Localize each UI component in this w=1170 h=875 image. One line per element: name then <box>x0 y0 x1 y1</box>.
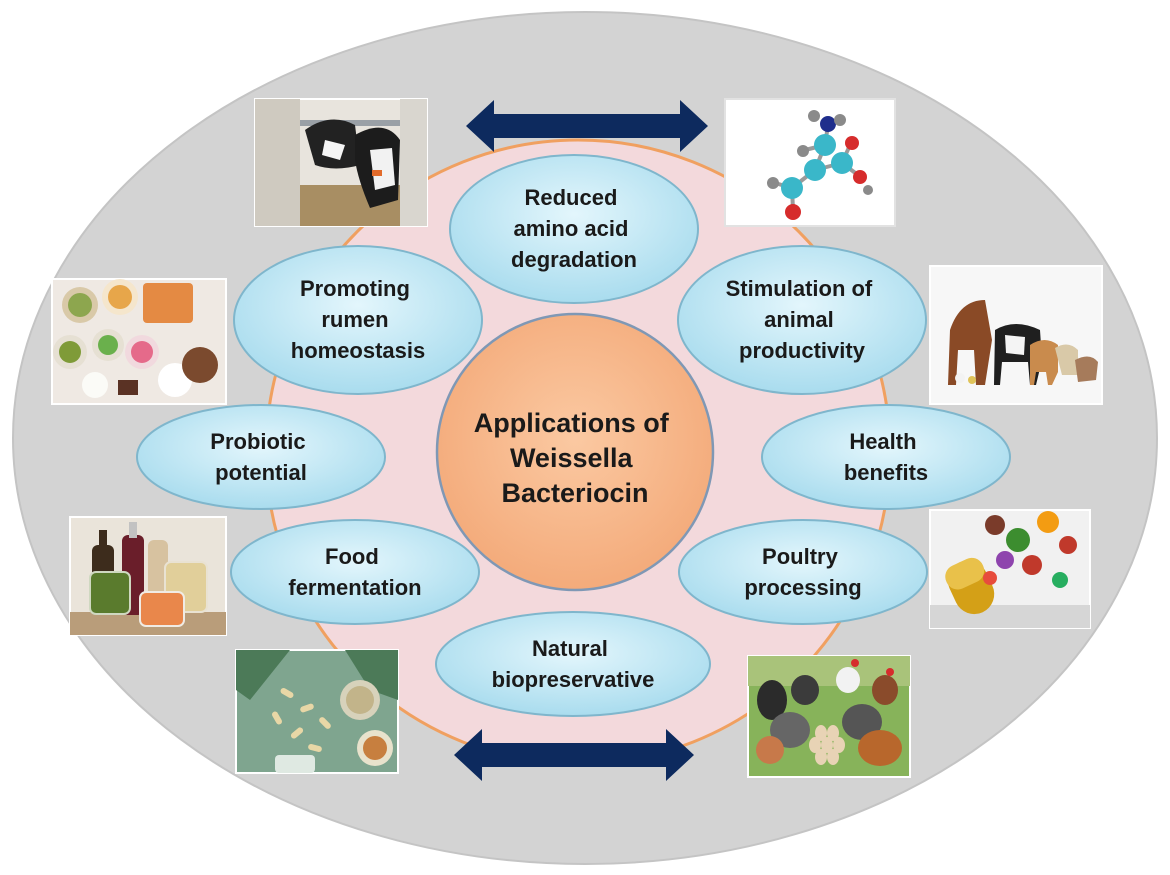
fermentation-jars-photo <box>69 516 227 636</box>
double-arrow-top <box>466 100 708 152</box>
node-label-line: productivity <box>739 338 866 363</box>
node-health-benefits: Health benefits <box>761 404 1011 510</box>
node-poultry-processing: Poultry processing <box>678 519 928 625</box>
node-reduced-amino-acid-degradation: Reduced amino acid degradation <box>449 154 699 304</box>
node-label-line: degradation <box>511 247 637 272</box>
chickens-photo <box>747 655 911 778</box>
svg-text:Probiotic potential: Probiotic potential <box>210 429 311 485</box>
node-label-line: Poultry <box>762 544 839 569</box>
node-label-line: animal <box>764 307 834 332</box>
center-label-line: Bacteriocin <box>501 478 648 508</box>
supplement-capsule-photo <box>929 509 1091 629</box>
cows-feeding-photo <box>254 98 428 227</box>
node-label-line: biopreservative <box>492 667 655 692</box>
svg-text:Applications of Weissell: Applications of Weissella Bacteriocin <box>474 408 677 508</box>
center-label-line: Applications of <box>474 408 670 438</box>
node-label-line: homeostasis <box>291 338 426 363</box>
node-label-line: amino acid <box>513 216 628 241</box>
herbal-capsules-photo <box>235 649 399 774</box>
fermented-foods-photo <box>51 278 227 405</box>
node-label-line: Promoting <box>300 276 410 301</box>
node-label-line: potential <box>215 460 307 485</box>
svg-text:Natural biopreservative: Natural biopreservative <box>492 636 655 692</box>
node-label-line: Stimulation of <box>726 276 873 301</box>
node-label-line: rumen <box>321 307 388 332</box>
node-label-line: Reduced <box>524 185 617 210</box>
node-promoting-rumen-homeostasis: Promoting rumen homeostasis <box>233 245 483 395</box>
double-arrow-bottom <box>454 729 694 781</box>
node-food-fermentation: Food fermentation <box>230 519 480 625</box>
svg-text:Health benefits: Health benefits <box>844 429 928 485</box>
node-label-line: Food <box>325 544 379 569</box>
node-label-line: benefits <box>844 460 928 485</box>
svg-text:Food fermentation: Food fermentation <box>288 544 421 600</box>
node-stimulation-of-animal-productivity: Stimulation of animal productivity <box>677 245 927 395</box>
node-label-line: Probiotic <box>210 429 305 454</box>
center-label-line: Weissella <box>510 443 634 473</box>
node-probiotic-potential: Probiotic potential <box>136 404 386 510</box>
svg-text:Reduced amino acid: Reduced amino acid degradation <box>511 185 637 272</box>
center-node: Applications of Weissella Bacteriocin <box>435 312 715 592</box>
node-label-line: Natural <box>532 636 608 661</box>
svg-text:Promoting rumen ho: Promoting rumen homeostasis <box>291 276 426 363</box>
node-label-line: fermentation <box>288 575 421 600</box>
farm-animals-photo <box>929 265 1103 405</box>
svg-text:Poultry processing: Poultry processing <box>744 544 861 600</box>
svg-text:Stimulation of animal: Stimulation of animal productivity <box>726 276 879 363</box>
node-natural-biopreservative: Natural biopreservative <box>435 611 711 717</box>
amino-acid-molecule-model <box>724 98 896 227</box>
node-label-line: processing <box>744 575 861 600</box>
node-label-line: Health <box>849 429 916 454</box>
